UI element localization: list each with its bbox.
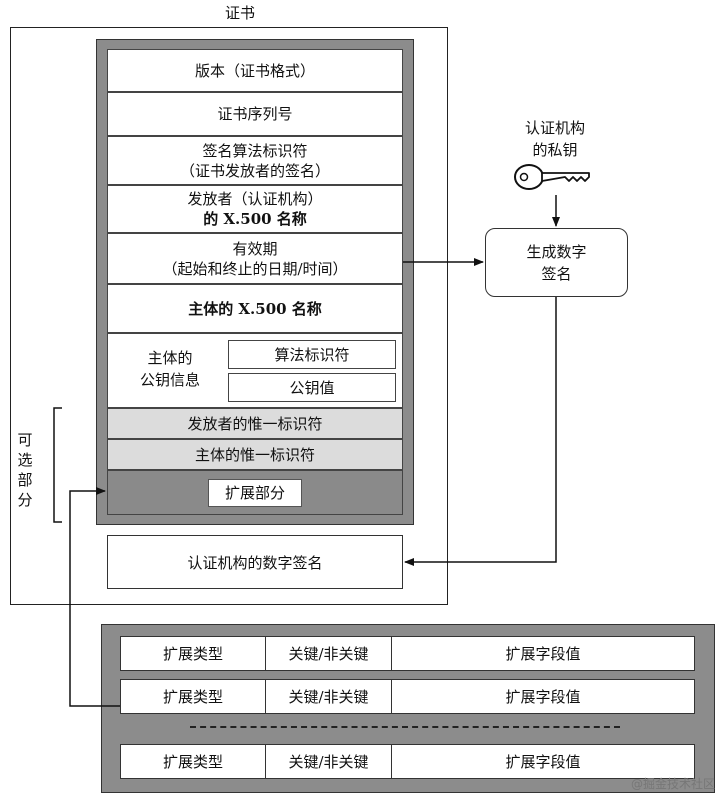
field-subject-unique-id: 主体的惟一标识符 (107, 439, 403, 470)
certificate-title: 证书 (224, 4, 255, 22)
extension-critical-cell: 关键/非关键 (266, 745, 392, 778)
arrow-sign-to-signature (404, 297, 557, 566)
optional-part-label: 可 选 部 分 (15, 430, 35, 510)
key-icon (514, 164, 590, 190)
sign-box-line1: 生成数字 (526, 242, 587, 261)
field-subject-label: 主体的 X.500 名称 (188, 299, 322, 318)
extension-row: 扩展类型 关键/非关键 扩展字段值 (120, 679, 695, 714)
extension-value-cell: 扩展字段值 (505, 688, 581, 706)
extension-critical-cell: 关键/非关键 (266, 637, 392, 670)
optional-char-1: 可 (17, 431, 33, 449)
field-issuer-name: 发放者（认证机构） 的 X.500 名称 (107, 185, 403, 233)
ellipsis-dashed-line (190, 726, 620, 728)
sign-box-line2: 签名 (541, 264, 572, 283)
optional-char-4: 分 (17, 491, 33, 509)
ca-key-line2: 的私钥 (532, 141, 578, 159)
arrow-table-to-extensions (69, 487, 120, 707)
field-issuer-line1: 发放者（认证机构） (187, 190, 323, 208)
extensions-label: 扩展部分 (207, 479, 302, 507)
field-validity: 有效期 （起始和终止的日期/时间） (107, 233, 403, 284)
field-extensions: 扩展部分 (107, 470, 403, 515)
field-issuer-unique-id: 发放者的惟一标识符 (107, 408, 403, 439)
field-validity-line2: （起始和终止的日期/时间） (162, 259, 348, 278)
watermark: @掘金技术社区 (630, 777, 715, 791)
pk-label-line1: 主体的 (147, 349, 193, 367)
extension-type-cell: 扩展类型 (121, 637, 266, 670)
generate-signature-box: 生成数字 签名 (485, 228, 628, 297)
field-issuer-line2: 的 X.500 名称 (203, 210, 307, 228)
extension-value-cell: 扩展字段值 (505, 753, 581, 771)
optional-char-3: 部 (17, 471, 33, 489)
ca-key-line1: 认证机构 (524, 119, 585, 137)
signature-label: 认证机构的数字签名 (187, 553, 323, 572)
field-version: 版本（证书格式） (107, 49, 403, 92)
field-version-label: 版本（证书格式） (194, 61, 315, 80)
field-sig-alg-line2: （证书发放者的签名） (179, 161, 330, 180)
pk-algorithm-label: 算法标识符 (274, 346, 350, 364)
subject-uid-label: 主体的惟一标识符 (194, 445, 315, 464)
issuer-uid-label: 发放者的惟一标识符 (187, 414, 323, 433)
field-serial-number: 证书序列号 (107, 92, 403, 136)
field-subject-name: 主体的 X.500 名称 (107, 284, 403, 333)
pk-value-label: 公钥值 (289, 379, 335, 397)
optional-char-2: 选 (17, 451, 33, 469)
public-key-value-box: 公钥值 (228, 373, 396, 402)
field-signature-algorithm: 签名算法标识符 （证书发放者的签名） (107, 136, 403, 185)
pk-label-line2: 公钥信息 (139, 371, 200, 389)
extension-row: 扩展类型 关键/非关键 扩展字段值 (120, 744, 695, 779)
extension-value-cell: 扩展字段值 (505, 645, 581, 663)
extension-row: 扩展类型 关键/非关键 扩展字段值 (120, 636, 695, 671)
extension-type-cell: 扩展类型 (121, 680, 266, 713)
extension-critical-cell: 关键/非关键 (266, 680, 392, 713)
optional-bracket (53, 407, 62, 523)
ca-private-key-label: 认证机构 的私钥 (500, 117, 610, 161)
field-serial-label: 证书序列号 (217, 105, 293, 123)
field-sig-alg-line1: 签名算法标识符 (202, 141, 308, 160)
public-key-info-label: 主体的 公钥信息 (120, 347, 220, 391)
field-validity-line1: 有效期 (232, 239, 278, 258)
extension-type-cell: 扩展类型 (121, 745, 266, 778)
ca-digital-signature-box: 认证机构的数字签名 (107, 535, 403, 589)
public-key-algorithm-box: 算法标识符 (228, 340, 396, 369)
